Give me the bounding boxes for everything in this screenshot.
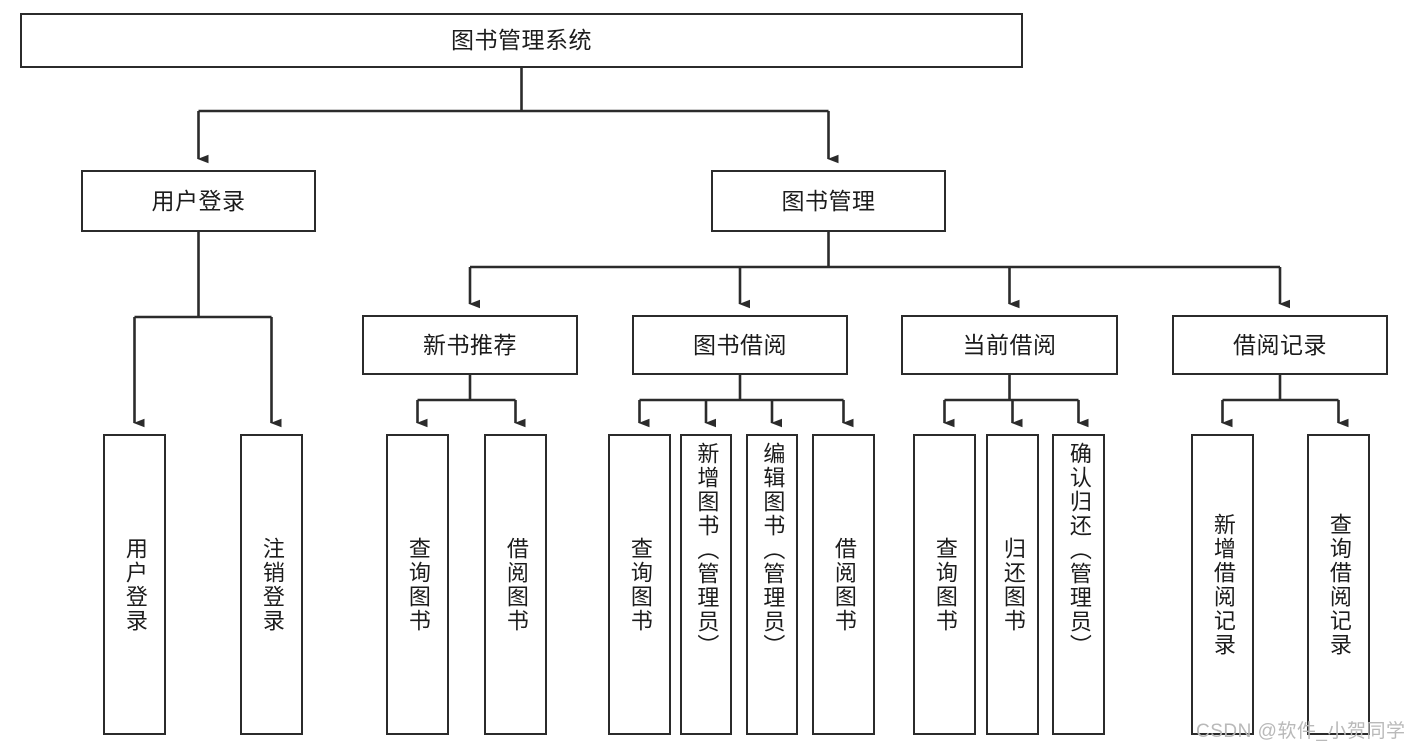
node-label-new-query: 查询图书 (405, 536, 431, 633)
node-root[interactable]: 图书管理系统 (20, 13, 1023, 68)
node-label-login-in: 用户登录 (122, 536, 148, 633)
node-rec-query[interactable]: 查询借阅记录 (1307, 434, 1370, 735)
node-bor-edit[interactable]: 编辑图书（管理员） (746, 434, 798, 735)
node-cur-return[interactable]: 归还图书 (986, 434, 1039, 735)
node-label-rec-query: 查询借阅记录 (1326, 512, 1352, 657)
node-borrow[interactable]: 图书借阅 (632, 315, 848, 375)
node-label-bor-add: 新增图书（管理员） (694, 442, 720, 658)
node-cur-confirm[interactable]: 确认归还（管理员） (1052, 434, 1105, 735)
node-bor-add[interactable]: 新增图书（管理员） (680, 434, 732, 735)
node-label-newbook: 新书推荐 (423, 331, 517, 358)
node-label-cur-confirm: 确认归还（管理员） (1066, 442, 1092, 658)
node-label-current: 当前借阅 (962, 331, 1057, 358)
node-label-records: 借阅记录 (1233, 331, 1327, 358)
node-new-query[interactable]: 查询图书 (386, 434, 449, 735)
node-label-bor-lend: 借阅图书 (831, 536, 857, 633)
csdn-watermark: CSDN @软件_小贺同学 (1196, 721, 1405, 742)
node-login-in[interactable]: 用户登录 (103, 434, 166, 735)
node-label-cur-return: 归还图书 (1000, 536, 1026, 633)
node-label-login: 用户登录 (151, 187, 246, 214)
node-bookmgmt[interactable]: 图书管理 (711, 170, 946, 232)
node-cur-query[interactable]: 查询图书 (913, 434, 976, 735)
node-newbook[interactable]: 新书推荐 (362, 315, 578, 375)
node-current[interactable]: 当前借阅 (901, 315, 1118, 375)
node-login[interactable]: 用户登录 (81, 170, 316, 232)
node-records[interactable]: 借阅记录 (1172, 315, 1388, 375)
node-label-borrow: 图书借阅 (693, 331, 787, 358)
node-bor-lend[interactable]: 借阅图书 (812, 434, 875, 735)
node-bor-query[interactable]: 查询图书 (608, 434, 671, 735)
node-label-login-out: 注销登录 (259, 536, 285, 633)
node-label-cur-query: 查询图书 (932, 536, 958, 633)
node-new-borrow[interactable]: 借阅图书 (484, 434, 547, 735)
node-label-root: 图书管理系统 (451, 27, 592, 54)
node-rec-add[interactable]: 新增借阅记录 (1191, 434, 1254, 735)
node-label-bor-query: 查询图书 (627, 536, 653, 633)
node-label-bookmgmt: 图书管理 (781, 187, 876, 214)
node-label-new-borrow: 借阅图书 (503, 536, 529, 633)
node-label-bor-edit: 编辑图书（管理员） (760, 442, 786, 658)
node-label-rec-add: 新增借阅记录 (1210, 512, 1236, 657)
node-login-out[interactable]: 注销登录 (240, 434, 303, 735)
